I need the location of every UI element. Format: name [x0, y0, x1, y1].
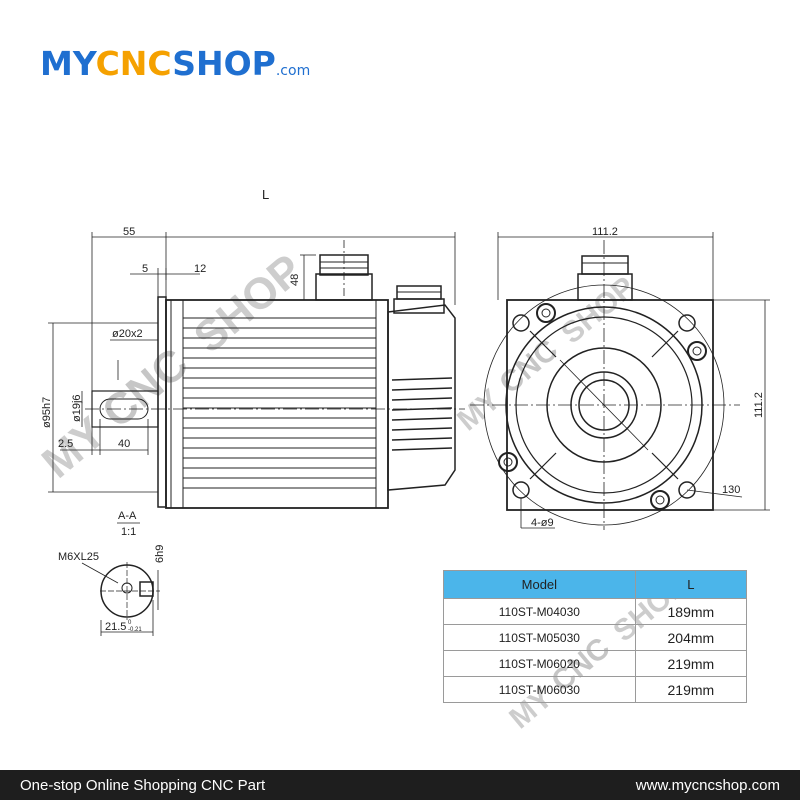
footer-tagline: One-stop Online Shopping CNC Part: [20, 777, 266, 794]
dim-48: 48: [289, 274, 301, 286]
length-cell: 219mm: [634, 676, 748, 703]
table-header-row: Model L: [443, 570, 748, 599]
length-cell: 219mm: [634, 650, 748, 677]
section-scale: 1:1: [121, 526, 136, 538]
watermark-text-5: CNC: [493, 333, 564, 400]
key-label: 6h9: [154, 545, 166, 563]
model-length-table: Model L 110ST-M04030 189mm 110ST-M05030 …: [443, 570, 748, 703]
logo-domain: .com: [275, 63, 311, 79]
dim-holes: 4-ø9: [531, 517, 554, 529]
length-cell: 204mm: [634, 624, 748, 651]
column-header-length: L: [634, 570, 748, 599]
model-cell: 110ST-M06020: [443, 650, 636, 677]
length-cell: 189mm: [634, 598, 748, 625]
table-row: 110ST-M05030 204mm: [443, 624, 748, 651]
watermark-text-2: CNC: [93, 339, 198, 438]
dim-55: 55: [123, 226, 135, 238]
brand-logo: MYCNCSHOP.com: [40, 44, 310, 83]
footer-website-link[interactable]: www.mycncshop.com: [635, 777, 780, 794]
key-tol-upper: 0: [128, 620, 132, 626]
column-header-model: Model: [443, 570, 636, 599]
dim-pcd: 130: [722, 484, 740, 496]
model-cell: 110ST-M04030: [443, 598, 636, 625]
dim-12: 12: [194, 263, 206, 275]
table-row: 110ST-M06020 219mm: [443, 650, 748, 677]
logo-part: MY: [40, 44, 96, 83]
dim-height: 111.2: [753, 392, 765, 418]
key-tol-lower: -0.21: [128, 627, 142, 633]
logo-part: CNC: [95, 44, 173, 83]
dim-pilot: ø95h7: [41, 397, 53, 428]
dim-shaft-dia: ø20x2: [112, 328, 143, 340]
model-cell: 110ST-M05030: [443, 624, 636, 651]
dim-shaft: ø19j6: [71, 394, 83, 422]
thread-label: M6XL25: [58, 551, 99, 563]
dim-40: 40: [118, 438, 130, 450]
key-depth-label: 21.5: [105, 621, 126, 633]
dim-width: 111.2: [592, 226, 618, 238]
model-cell: 110ST-M06030: [443, 676, 636, 703]
table-row: 110ST-M04030 189mm: [443, 598, 748, 625]
watermark-text-4: MY: [451, 383, 507, 437]
table-row: 110ST-M06030 219mm: [443, 676, 748, 703]
length-label: L: [262, 187, 269, 202]
logo-part: SHOP: [172, 44, 276, 83]
dim-5: 5: [142, 263, 148, 275]
footer-bar: One-stop Online Shopping CNC Part www.my…: [0, 770, 800, 800]
dim-2-5: 2.5: [58, 438, 73, 450]
section-label: A-A: [118, 510, 137, 522]
